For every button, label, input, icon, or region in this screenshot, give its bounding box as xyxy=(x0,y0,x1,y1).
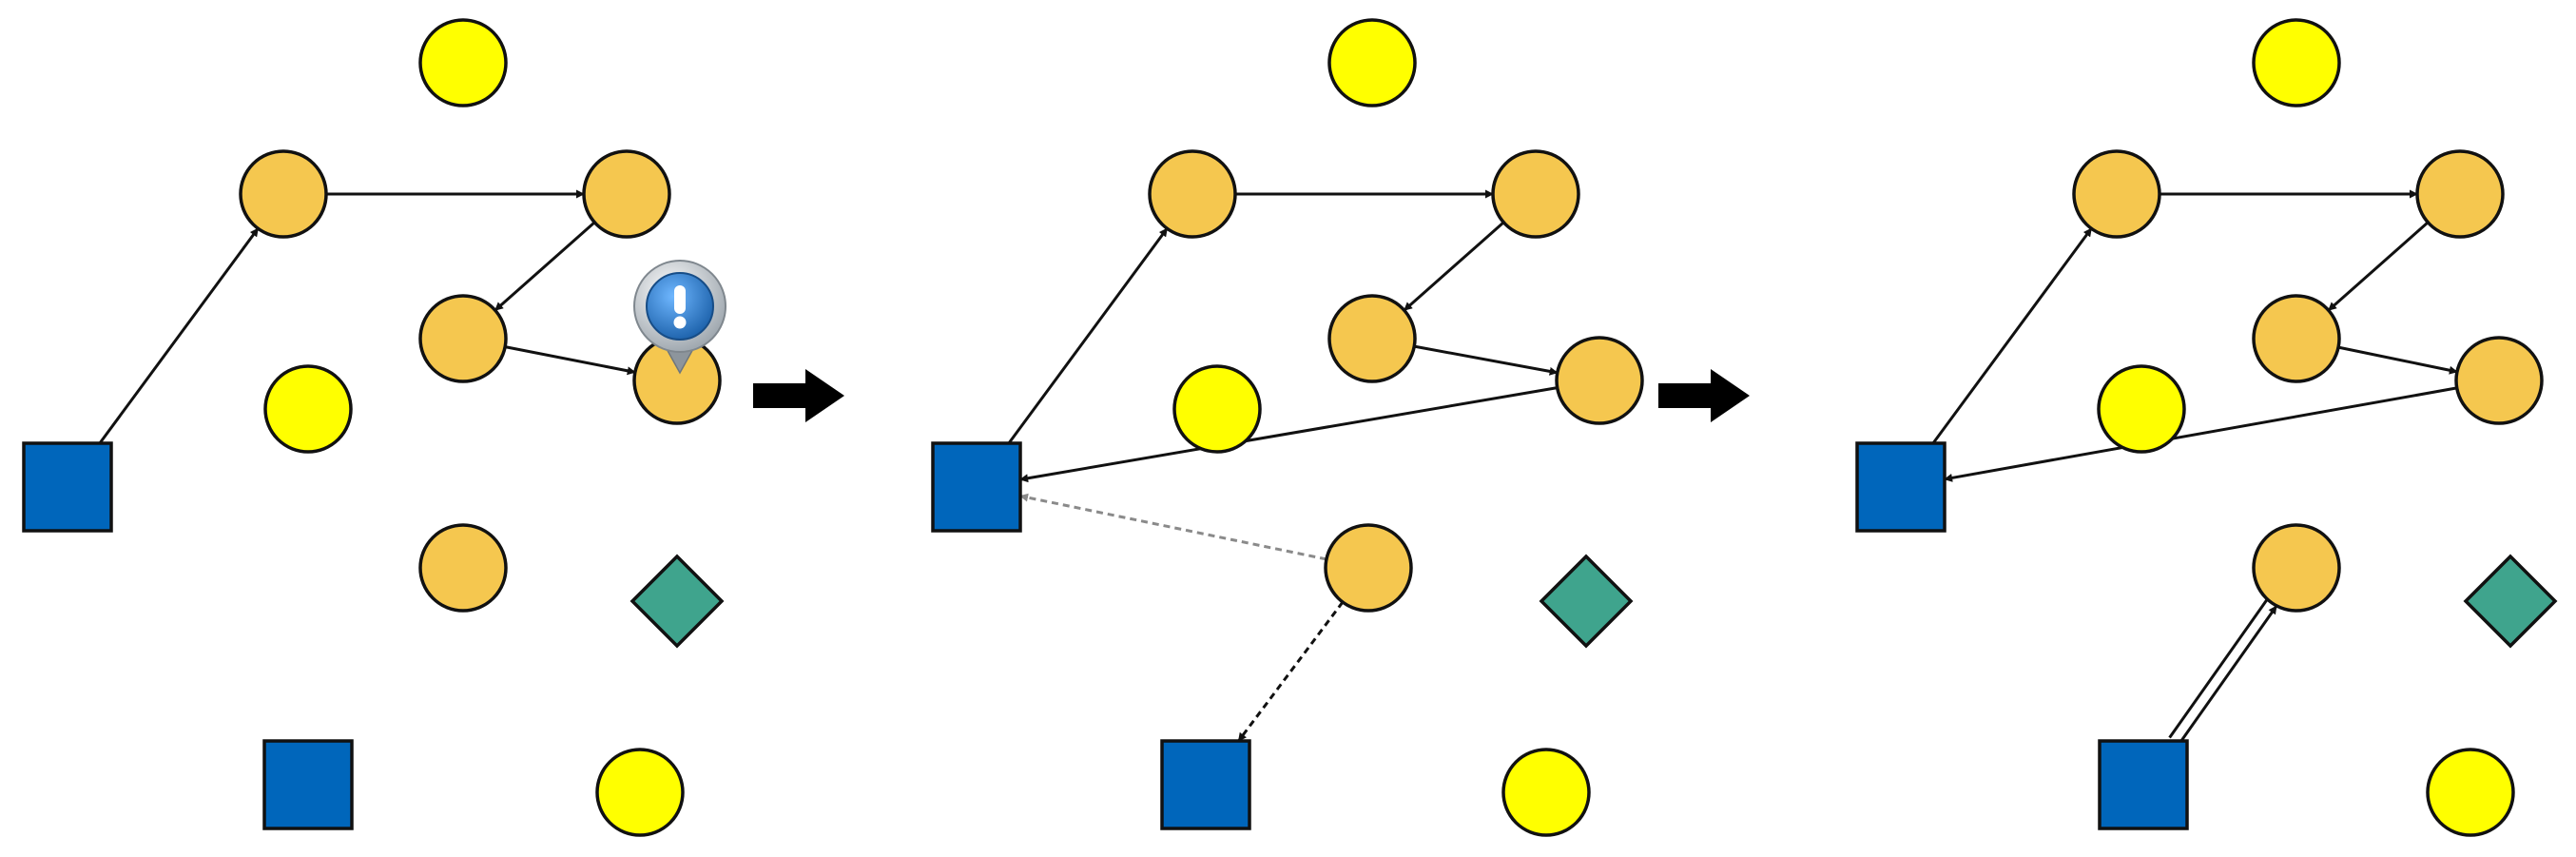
panel-1-node-o-c-orange-circle xyxy=(418,294,508,383)
panel-2-node-o-b-orange-circle xyxy=(1491,149,1580,239)
edge-sq-low-to-o-e xyxy=(2168,598,2278,746)
panel-2-node-dia-teal-diamond xyxy=(1539,554,1634,649)
panel-1-node-sq-main-blue-square xyxy=(22,441,113,533)
edge-o-c-to-o-d xyxy=(504,345,636,376)
panel-2-node-o-d-orange-circle xyxy=(1555,336,1644,425)
edge-o-c-to-o-d xyxy=(2337,345,2458,375)
panel-2-edges xyxy=(1007,189,1559,742)
edge-o-d-to-sq-main xyxy=(1019,386,1558,483)
panel-2-node-o-a-orange-circle xyxy=(1148,149,1237,239)
panel-3-node-y-top-yellow-circle xyxy=(2252,18,2341,107)
edge-sq-main-to-o-a xyxy=(1931,227,2093,444)
panel-3-node-o-e-orange-circle xyxy=(2252,523,2341,613)
edge-o-c-to-o-d xyxy=(1413,344,1559,376)
exclamation-bar xyxy=(674,285,686,314)
panel-3-node-y-low-yellow-circle xyxy=(2426,748,2515,837)
panel-2-node-y-mid-yellow-circle xyxy=(1172,364,1262,454)
edge-sq-low-to-o-e-line-b xyxy=(2168,598,2269,739)
panel-2-node-o-c-orange-circle xyxy=(1327,294,1417,383)
edge-sq-main-to-o-a xyxy=(98,227,260,444)
panel-1-node-sq-low-blue-square xyxy=(262,739,354,830)
panel-3-nodes xyxy=(1855,18,2558,837)
panel-2-node-sq-main-blue-square xyxy=(931,441,1022,533)
edge-o-d-to-sq-main xyxy=(1944,386,2457,482)
edge-o-e-to-sq-low xyxy=(1237,601,1345,742)
alert-pin-icon xyxy=(633,260,726,375)
panel-1-node-y-low-yellow-circle xyxy=(595,748,685,837)
panel-3-node-o-a-orange-circle xyxy=(2072,149,2161,239)
edge-o-e-to-sq-main xyxy=(1019,493,1327,561)
panel-1-node-o-b-orange-circle xyxy=(582,149,671,239)
panel-3-node-o-d-orange-circle xyxy=(2454,336,2544,425)
panel-1-node-y-mid-yellow-circle xyxy=(263,364,353,454)
exclamation-dot xyxy=(673,316,687,329)
edge-sq-low-to-o-e-line-a xyxy=(2178,605,2278,746)
panel-1-node-o-a-orange-circle xyxy=(239,149,328,239)
edge-o-b-to-o-c xyxy=(494,221,596,312)
step-arrow-2-right-arrow-icon xyxy=(1658,369,1750,422)
panel-2-node-sq-low-blue-square xyxy=(1160,739,1251,830)
panel-3-node-y-mid-yellow-circle xyxy=(2097,364,2186,454)
panel-1-node-y-top-yellow-circle xyxy=(418,18,508,107)
panel-2-node-o-e-orange-circle xyxy=(1324,523,1413,613)
step-arrow-1-right-arrow-icon xyxy=(753,369,844,422)
panel-1-node-dia-teal-diamond xyxy=(629,554,725,649)
edge-sq-main-to-o-a xyxy=(1007,227,1169,444)
panel-3-node-o-c-orange-circle xyxy=(2252,294,2341,383)
edge-o-b-to-o-c xyxy=(2327,221,2430,312)
panel-2-nodes xyxy=(931,18,1644,837)
panel-1-node-o-e-orange-circle xyxy=(418,523,508,613)
panel-2-node-y-low-yellow-circle xyxy=(1501,748,1591,837)
panel-1-nodes xyxy=(22,18,725,837)
panel-3-node-sq-main-blue-square xyxy=(1855,441,1947,533)
panel-3-node-dia-teal-diamond xyxy=(2463,554,2558,649)
panel-3-node-o-b-orange-circle xyxy=(2415,149,2505,239)
panel-1-edges xyxy=(98,189,636,444)
panel-3-node-sq-low-blue-square xyxy=(2098,739,2189,830)
panel-3-edges xyxy=(1931,189,2458,746)
edge-o-b-to-o-c xyxy=(1403,221,1505,312)
panel-2-node-y-top-yellow-circle xyxy=(1327,18,1417,107)
